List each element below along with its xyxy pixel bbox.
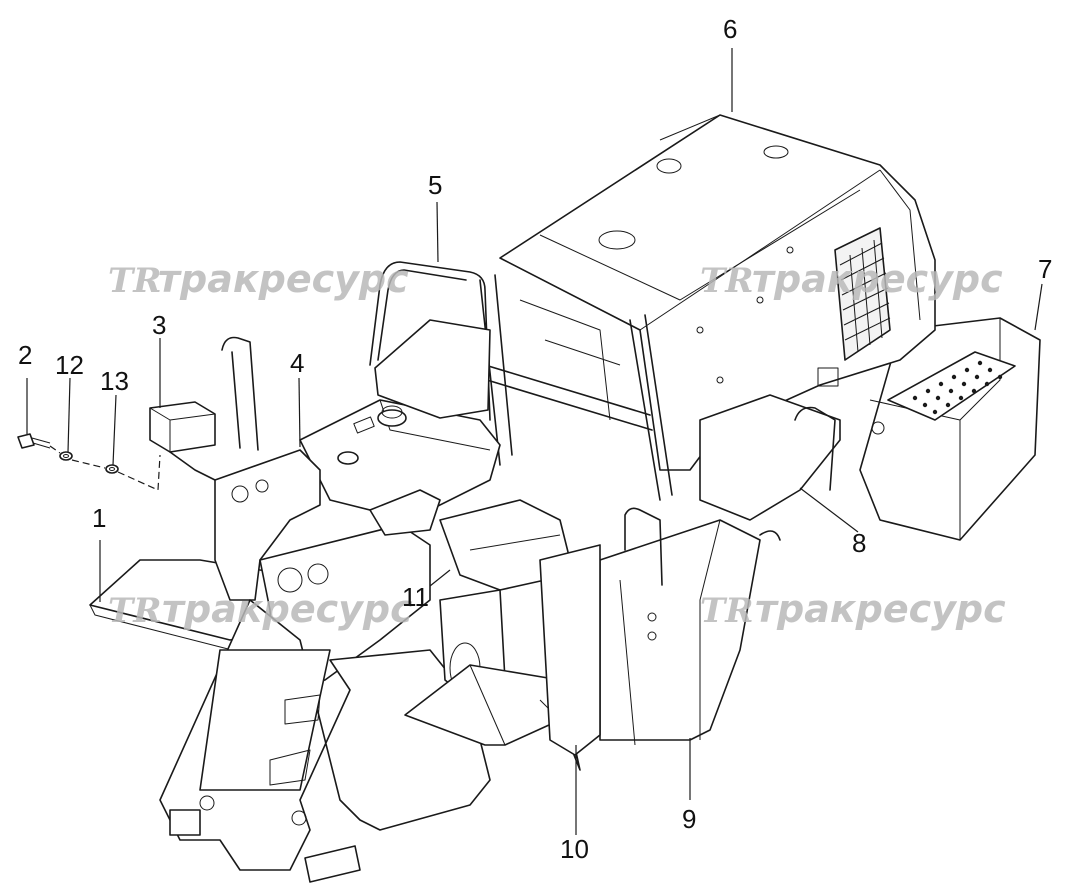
part-5-handrail (369, 261, 491, 421)
callout-2: 2 (18, 340, 32, 370)
part-8-bracket (699, 394, 841, 541)
leader-lines (26, 48, 1043, 835)
perforation-grid (912, 360, 1003, 415)
watermark-logo: TR (700, 591, 754, 631)
part-10-chute-panel (404, 544, 601, 771)
callout-5: 5 (428, 170, 442, 200)
hood-grille-hatch (839, 239, 891, 353)
callout-4: 4 (290, 348, 304, 378)
watermark-logo: TR (108, 261, 162, 301)
watermark-text: тракресурс (162, 587, 413, 631)
callout-6: 6 (723, 14, 737, 44)
part-9-fender (599, 507, 761, 746)
watermark-top-left: TR тракресурс (108, 257, 409, 301)
callout-1: 1 (92, 503, 106, 533)
watermark-bottom-right: TR тракресурс (700, 587, 1006, 631)
hardware-bolt-washers (17, 433, 161, 491)
callout-8: 8 (852, 528, 866, 558)
hood-inner-frame (479, 274, 673, 501)
callout-13: 13 (100, 366, 129, 396)
callout-12: 12 (55, 350, 84, 380)
watermark-top-right: TR тракресурс (700, 257, 1003, 301)
part-7-side-box (859, 317, 1041, 541)
watermark-text: тракресурс (755, 587, 1006, 631)
callout-labels: 1 2 3 4 5 6 7 8 9 10 11 12 13 (18, 14, 1052, 864)
watermark-text: тракресурс (158, 257, 409, 301)
watermark-bottom-left: TR тракресурс (108, 587, 413, 631)
front-frame (159, 449, 491, 883)
watermark-logo: TR (108, 591, 162, 631)
callout-10: 10 (560, 834, 589, 864)
watermark-logo: TR (700, 261, 754, 301)
part-3-bracket (149, 336, 259, 481)
watermark-text: тракресурс (752, 257, 1003, 301)
callout-3: 3 (152, 310, 166, 340)
callout-11: 11 (402, 582, 429, 612)
part-6-engine-hood (499, 114, 936, 471)
callout-7: 7 (1038, 254, 1052, 284)
callout-9: 9 (682, 804, 696, 834)
part-4-battery-box (299, 319, 501, 521)
